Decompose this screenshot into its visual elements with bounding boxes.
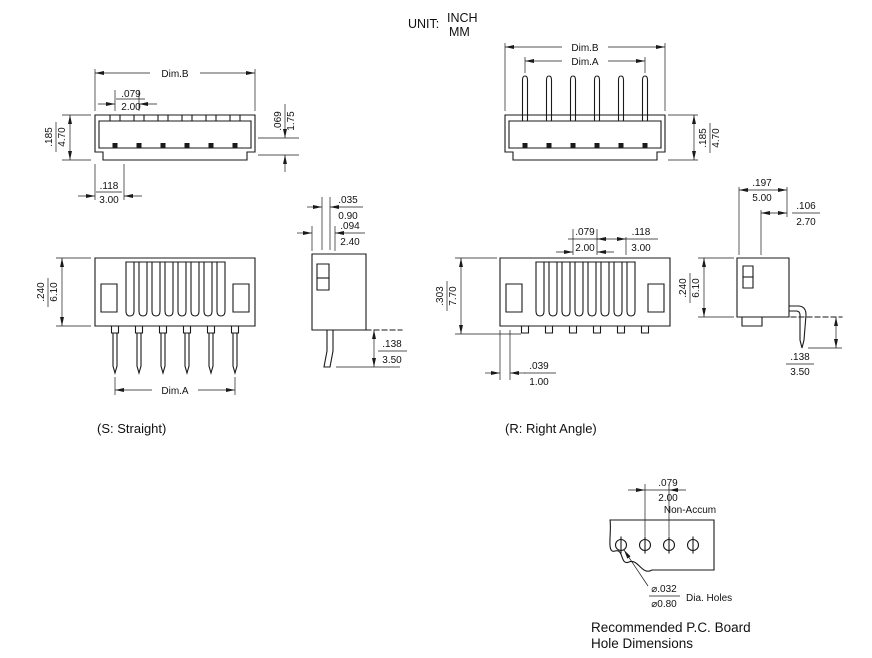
rightangle-front-dimensions xyxy=(504,43,711,161)
rightangle-bodydepth-mm: 5.00 xyxy=(752,193,772,204)
rightangle-offset-inch: .118 xyxy=(632,227,651,238)
straight-front-dimensions xyxy=(55,69,299,200)
straight-offset-mm: 3.00 xyxy=(99,195,119,206)
pcb-dimensions xyxy=(623,484,686,597)
rightangle-front-labels: Dim.B Dim.A .185 4.70 xyxy=(571,43,722,148)
straight-contact-mm: 1.75 xyxy=(286,111,297,131)
unit-label: UNIT: xyxy=(408,17,439,31)
rightangle-bodydepth-inch: .197 xyxy=(752,178,772,189)
rightangle-pitch-mm: 2.00 xyxy=(575,243,595,254)
straight-front-outline xyxy=(94,114,256,161)
straight-pinw-inch: .035 xyxy=(338,195,358,206)
pcb-title-line1: Recommended P.C. Board xyxy=(591,620,751,635)
rightangle-height-mm: 4.70 xyxy=(711,128,722,148)
straight-top-outline xyxy=(94,257,256,374)
rightangle-front-outline xyxy=(504,75,666,161)
straight-front-labels: Dim.B .079 2.00 .185 4.70 .069 1.75 .118… xyxy=(44,69,297,206)
rightangle-frontdepth-mm: 2.70 xyxy=(796,217,816,228)
straight-contact-inch: .069 xyxy=(273,111,284,131)
rightangle-stub-inch: .039 xyxy=(529,361,549,372)
rightangle-depth-mm: 6.10 xyxy=(691,278,702,298)
straight-height-mm: 4.70 xyxy=(57,127,68,147)
straight-height-inch: .185 xyxy=(44,127,55,147)
straight-offset-inch: .118 xyxy=(100,181,119,192)
pcb-hole-dia-label: Dia. Holes xyxy=(686,593,732,604)
straight-caption: (S: Straight) xyxy=(97,421,166,436)
pcb-hole-dia-mm: ⌀0.80 xyxy=(651,599,677,610)
straight-pinlen-mm: 3.50 xyxy=(382,355,402,366)
rightangle-caption: (R: Right Angle) xyxy=(505,421,597,436)
straight-depth-mm: 6.10 xyxy=(49,282,60,302)
pcb-pitch-inch: .079 xyxy=(658,478,678,489)
straight-pint-mm: 2.40 xyxy=(340,237,360,248)
rightangle-pinlen-mm: 3.50 xyxy=(790,367,810,378)
rightangle-side-dimensions xyxy=(689,187,842,365)
rightangle-pitch-inch: .079 xyxy=(575,227,595,238)
straight-side-dimensions xyxy=(297,197,407,368)
straight-top-dimensions xyxy=(47,257,236,395)
rightangle-dima-label: Dim.A xyxy=(571,57,599,68)
straight-pitch-mm: 2.00 xyxy=(121,102,141,113)
rightangle-top-dimensions xyxy=(446,229,658,380)
unit-inch: INCH xyxy=(447,11,478,25)
rightangle-top-outline xyxy=(499,257,671,334)
straight-dima-label: Dim.A xyxy=(161,386,189,397)
unit-mm: MM xyxy=(449,25,470,39)
straight-dimb-label: Dim.B xyxy=(161,69,189,80)
straight-pinw-mm: 0.90 xyxy=(338,211,358,222)
pcb-labels: .079 2.00 Non-Accum ⌀.032 ⌀0.80 Dia. Hol… xyxy=(591,478,751,651)
rightangle-pinlen-inch: .138 xyxy=(790,352,810,363)
pcb-nonaccum-note: Non-Accum xyxy=(664,505,716,516)
rightangle-dimb-label: Dim.B xyxy=(571,43,599,54)
pcb-hole-dia-inch: ⌀.032 xyxy=(651,584,677,595)
straight-pinlen-inch: .138 xyxy=(382,339,402,350)
rightangle-total-inch: .303 xyxy=(435,286,446,306)
straight-top-labels: Dim.A .240 6.10 xyxy=(36,282,189,397)
rightangle-offset-mm: 3.00 xyxy=(631,243,651,254)
rightangle-frontdepth-inch: .106 xyxy=(796,201,816,212)
rightangle-side-labels: .197 5.00 .106 2.70 .240 6.10 .138 3.50 xyxy=(678,178,816,378)
straight-side-outline xyxy=(311,253,403,368)
pcb-title-line2: Hole Dimensions xyxy=(591,636,693,651)
straight-depth-inch: .240 xyxy=(36,282,47,302)
rightangle-height-inch: .185 xyxy=(698,128,709,148)
rightangle-stub-mm: 1.00 xyxy=(529,377,549,388)
rightangle-side-outline xyxy=(736,257,843,349)
rightangle-total-mm: 7.70 xyxy=(448,286,459,306)
rightangle-depth-inch: .240 xyxy=(678,278,689,298)
unit-block: UNIT: INCH MM xyxy=(408,11,478,39)
straight-pint-inch: .094 xyxy=(340,221,360,232)
straight-pitch-inch: .079 xyxy=(121,89,141,100)
pcb-board-outline xyxy=(609,519,715,572)
rightangle-top-labels: .303 7.70 .079 2.00 .118 3.00 .039 1.00 xyxy=(435,227,651,388)
straight-side-labels: .035 0.90 .094 2.40 .138 3.50 xyxy=(338,195,402,366)
pcb-pitch-mm: 2.00 xyxy=(658,493,678,504)
